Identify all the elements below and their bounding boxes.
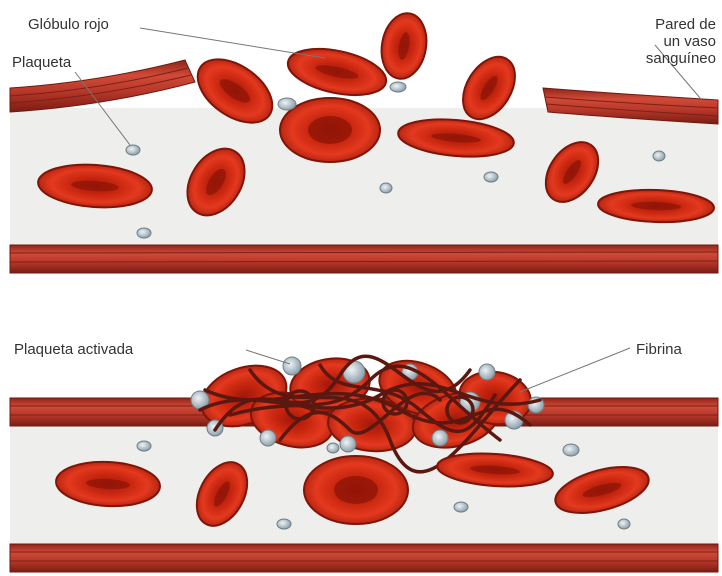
platelet-icon <box>278 98 296 110</box>
label-pared-line3: sanguíneo <box>646 50 716 67</box>
top-panel-intact-vessel <box>10 10 718 273</box>
label-plaqueta: Plaqueta <box>12 54 71 71</box>
platelet-icon <box>277 519 291 529</box>
vessel-wall-top-bottom <box>10 245 718 273</box>
platelet-icon <box>380 183 392 193</box>
platelet-icon <box>126 145 140 155</box>
activated-platelet-icon <box>283 357 301 375</box>
red-blood-cell-icon <box>280 98 380 162</box>
activated-platelet-icon <box>479 364 495 380</box>
label-globulo-rojo: Glóbulo rojo <box>28 16 109 33</box>
leader-line-globulo-rojo <box>140 28 325 58</box>
bottom-panel-clot <box>10 348 718 572</box>
platelet-icon <box>137 441 151 451</box>
red-blood-cell-icon <box>304 456 408 524</box>
label-fibrina: Fibrina <box>636 341 682 358</box>
platelet-icon <box>390 82 406 92</box>
platelet-icon <box>618 519 630 529</box>
activated-platelet-icon <box>260 430 276 446</box>
platelet-icon <box>484 172 498 182</box>
label-plaqueta-activada: Plaqueta activada <box>14 341 133 358</box>
platelet-icon <box>137 228 151 238</box>
red-blood-cell-icon <box>284 41 391 103</box>
platelet-icon <box>454 502 468 512</box>
leader-line-fibrina <box>520 348 630 392</box>
activated-platelet-icon <box>340 436 356 452</box>
platelet-icon <box>653 151 665 161</box>
label-pared-line1: Pared de <box>646 16 716 33</box>
label-pared-line2: un vaso <box>646 33 716 50</box>
platelet-icon <box>563 444 579 456</box>
activated-platelet-icon <box>432 430 448 446</box>
vessel-wall-bottom-bottom <box>10 544 718 572</box>
leader-line-plaqueta-activada <box>246 350 290 364</box>
platelet-icon <box>327 443 339 453</box>
red-blood-cell-icon <box>377 10 432 83</box>
label-pared-vaso: Pared de un vaso sanguíneo <box>646 16 716 67</box>
